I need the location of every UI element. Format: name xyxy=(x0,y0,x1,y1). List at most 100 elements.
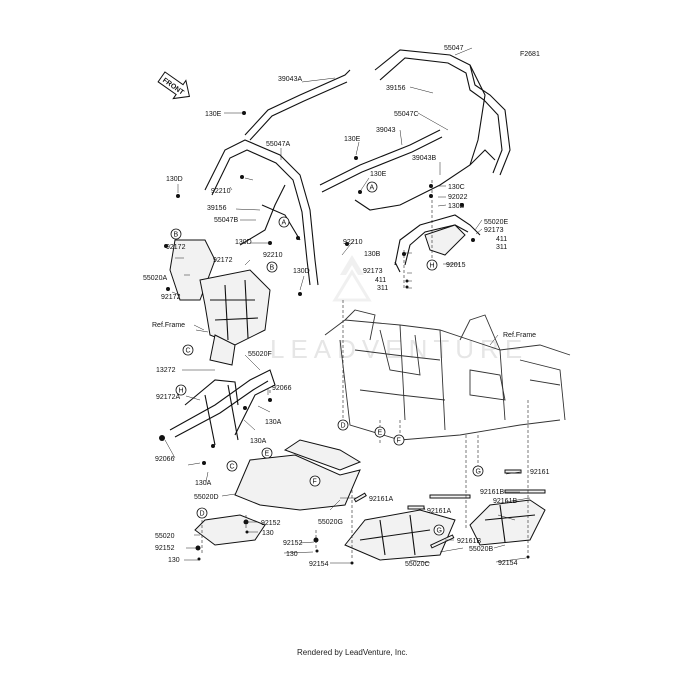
svg-text:A: A xyxy=(282,220,287,227)
part-label: 55020C xyxy=(405,561,430,568)
part-label: 55020G xyxy=(318,519,343,526)
callout-g-frame: G xyxy=(472,465,484,477)
callout-f-frame: F xyxy=(393,434,405,446)
part-label: 92161A xyxy=(369,496,393,503)
svg-text:E: E xyxy=(378,430,383,437)
part-label: 92066 xyxy=(155,456,175,463)
part-label: 130 xyxy=(262,530,274,537)
part-label: 92172 xyxy=(161,294,181,301)
leader-lines xyxy=(164,47,531,564)
footer-credit: Rendered by LeadVenture, Inc. xyxy=(297,648,408,657)
part-label: 55047B xyxy=(214,217,238,224)
part-label: 92152 xyxy=(155,545,175,552)
svg-text:C: C xyxy=(186,348,191,355)
part-label: 92154 xyxy=(498,560,518,567)
part-label: 92152 xyxy=(261,520,281,527)
part-label: 92172 xyxy=(213,257,233,264)
callout-a-side: A xyxy=(366,181,378,193)
part-label: 55020D xyxy=(194,494,219,501)
part-label: 39156 xyxy=(386,85,406,92)
part-label: 55020A xyxy=(143,275,167,282)
part-label: 130A xyxy=(265,419,282,426)
front-guard-assembly xyxy=(169,239,271,366)
part-label: 130E xyxy=(370,171,387,178)
svg-text:H: H xyxy=(430,263,435,270)
part-label: 92173 xyxy=(484,227,504,234)
part-label: 92154 xyxy=(309,561,329,568)
svg-text:B: B xyxy=(174,232,179,239)
part-label: 130A xyxy=(250,438,267,445)
part-label: 92015 xyxy=(446,262,466,269)
part-label: 130A xyxy=(195,480,212,487)
part-label: 130E xyxy=(205,111,222,118)
callout-c-guard: C xyxy=(182,344,194,356)
part-label: 55020 xyxy=(155,533,175,540)
part-label: 39043 xyxy=(376,127,396,134)
part-label: 39156 xyxy=(207,205,227,212)
ref-frame-left: Ref.Frame xyxy=(152,322,185,329)
part-label: 130B xyxy=(448,203,465,210)
part-label: 311 xyxy=(377,285,388,292)
callout-h-bracket: H xyxy=(426,259,438,271)
part-label: 55020E xyxy=(484,219,508,226)
callout-e-frame: E xyxy=(374,426,386,438)
svg-text:F: F xyxy=(397,438,401,445)
svg-text:E: E xyxy=(265,451,270,458)
part-label: 55047 xyxy=(444,45,464,52)
front-arrow-icon: FRONT xyxy=(157,71,191,100)
part-label: 92066 xyxy=(272,385,292,392)
part-label: 130 xyxy=(286,551,298,558)
part-label: 55020B xyxy=(469,546,493,553)
part-label: 130D xyxy=(235,239,252,246)
callout-h-bumper: H xyxy=(175,384,187,396)
svg-text:C: C xyxy=(230,464,235,471)
part-label: 55020F xyxy=(248,351,272,358)
svg-text:D: D xyxy=(341,423,346,430)
part-label: 130 xyxy=(168,557,180,564)
callout-a-top: A xyxy=(278,216,290,228)
part-label: 92152 xyxy=(283,540,303,547)
rear-bumper-bracket xyxy=(394,214,481,273)
edge-trim-strips xyxy=(353,469,546,549)
part-label: 92161 xyxy=(530,469,550,476)
callout-b-guard: B xyxy=(170,228,182,240)
part-label: 92161B xyxy=(493,498,517,505)
svg-text:D: D xyxy=(200,511,205,518)
main-frame xyxy=(324,309,571,441)
part-label: 130C xyxy=(448,184,465,191)
part-label: 92161A xyxy=(427,508,451,515)
figure-id: F2681 xyxy=(520,51,540,58)
callout-d-frame: D xyxy=(337,419,349,431)
part-label: 92161B xyxy=(480,489,504,496)
callout-d-plate: D xyxy=(196,507,208,519)
callout-c-plate: C xyxy=(226,460,238,472)
part-label: 130D xyxy=(293,268,310,275)
part-label: 411 xyxy=(496,236,507,243)
callout-e-plate: E xyxy=(261,447,273,459)
roll-cage-upper xyxy=(204,49,511,286)
callout-f-plate: F xyxy=(309,475,321,487)
svg-text:B: B xyxy=(270,265,275,272)
part-label: 55047C xyxy=(394,111,419,118)
part-label: 92210 xyxy=(343,239,363,246)
part-label: 39043A xyxy=(278,76,302,83)
part-label: 13272 xyxy=(156,367,176,374)
part-label: 92173 xyxy=(363,268,383,275)
part-label: 411 xyxy=(375,277,386,284)
part-label: 55047A xyxy=(266,141,290,148)
watermark-text: LEADVENTURE xyxy=(270,334,528,364)
callout-b-top: B xyxy=(266,261,278,273)
part-label: 130B xyxy=(364,251,381,258)
guide-lines xyxy=(201,180,529,560)
part-label: 92210 xyxy=(211,188,231,195)
part-label: 92022 xyxy=(448,194,468,201)
part-label: 39043B xyxy=(412,155,436,162)
part-label: 130E xyxy=(344,136,361,143)
svg-text:G: G xyxy=(476,469,481,476)
part-label: 311 xyxy=(496,244,507,251)
part-label: 92210 xyxy=(263,252,283,259)
callout-g-plate: G xyxy=(433,524,445,536)
skid-plates xyxy=(194,439,546,561)
watermark-logo xyxy=(332,255,372,302)
